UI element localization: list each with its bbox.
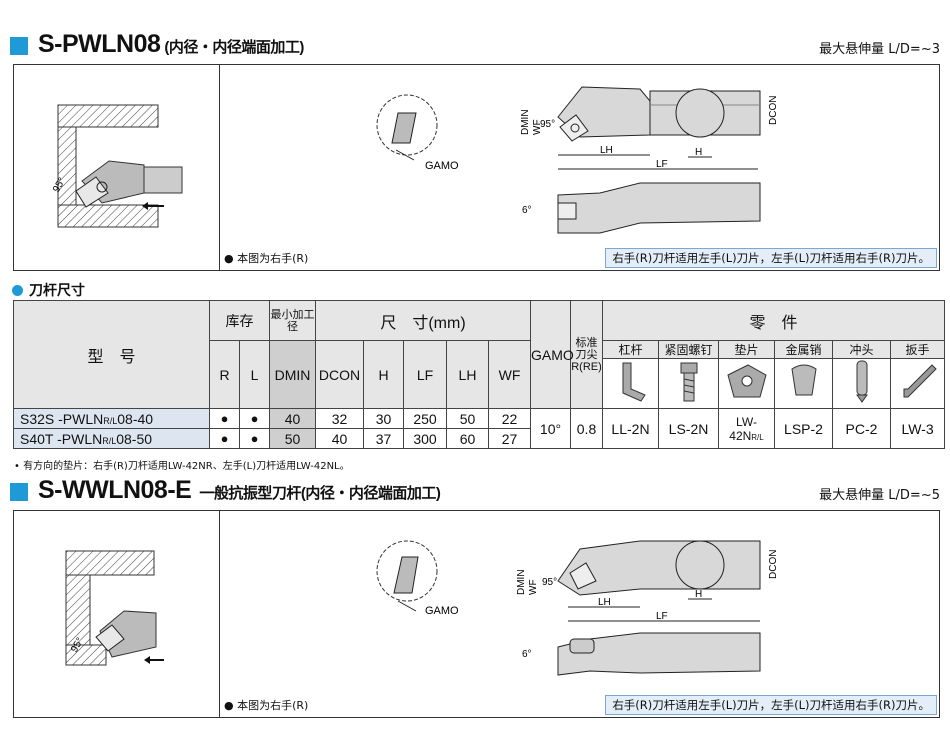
lf-value: 250 [403, 408, 447, 429]
spec-table: 型 号 库存 最小加工径 尺 寸(mm) GAMO 标准刀尖R(RE) 零 件 … [13, 300, 946, 449]
bullet-icon [12, 285, 23, 296]
shim-icon [726, 364, 767, 398]
section1-ld: 最大悬伸量 L/D=~3 [819, 42, 940, 57]
part-screw: 紧固螺钉 [658, 340, 719, 409]
shim-footnote: • 有方向的垫片：右手(R)刀杆适用LW-42NR、左手(L)刀杆适用LW-42… [14, 461, 350, 472]
screw-value: LS-2N [658, 408, 719, 449]
gamo-label: GAMO [425, 605, 459, 617]
header-dcon: DCON [315, 340, 364, 409]
lever-value: LL-2N [602, 408, 659, 449]
stock-l: ● [239, 428, 270, 449]
tool-drawing-1: GAMO 95° DMIN WF LH LF H DCON 6° [376, 86, 779, 234]
part-wrench: 扳手 [889, 340, 946, 409]
table-row: S40T -PWLNR/L08-50 ● ● 50 40 37 300 60 2… [13, 428, 945, 449]
wrench-value: LW-3 [889, 408, 946, 449]
part-shim: 垫片 [718, 340, 775, 409]
section1-title: S-PWLN08(内径・内径端面加工) [38, 30, 304, 58]
stock-r: ● [209, 408, 240, 429]
table-title: 刀杆尺寸 [12, 280, 85, 300]
lf-label: LF [656, 159, 668, 170]
header-model: 型 号 [13, 300, 210, 409]
section1-header: S-PWLN08(内径・内径端面加工) 最大悬伸量 L/D=~3 [10, 30, 940, 60]
header-dmin: DMIN [269, 340, 316, 409]
wf-label: WF [528, 579, 539, 595]
h-label: H [695, 589, 702, 600]
dcon-value: 40 [315, 428, 364, 449]
shim-value: LW-42NR/L [718, 408, 775, 449]
lh-value: 50 [446, 408, 489, 429]
dmin-value: 40 [269, 408, 316, 429]
angle-label: 95° [540, 119, 555, 130]
dcon-label: DCON [768, 96, 779, 125]
dcon-value: 32 [315, 408, 364, 429]
lf-value: 300 [403, 428, 447, 449]
header-lh: LH [446, 340, 489, 409]
header-stock: 库存 [209, 300, 270, 341]
tilt-label: 6° [522, 649, 532, 660]
stock-r: ● [209, 428, 240, 449]
part-lever: 杠杆 [602, 340, 659, 409]
pin-value: LSP-2 [774, 408, 833, 449]
section-marker-icon [10, 483, 28, 501]
header-min-bore: 最小加工径 [269, 300, 316, 341]
table-row: S32S -PWLNR/L08-40 ● ● 40 32 30 250 50 2… [13, 408, 946, 449]
section1-panel: 95° GAMO 95° DMIN WF LH LF H DCON 6° ● 本… [13, 64, 940, 271]
screw-icon [680, 362, 697, 402]
tool-drawing-2: GAMO 95° DMIN WF LH LF H DCON 6° [376, 540, 779, 676]
re-value: 0.8 [570, 408, 603, 449]
model-cell: S32S -PWLNR/L08-40 [13, 408, 210, 429]
header-lf: LF [403, 340, 447, 409]
dcon-label: DCON [768, 550, 779, 579]
stock-l: ● [239, 408, 270, 429]
lh-value: 60 [446, 428, 489, 449]
h-value: 37 [363, 428, 404, 449]
section-marker-icon [10, 37, 28, 55]
header-h: H [363, 340, 404, 409]
lh-label: LH [600, 145, 613, 156]
angle-label: 95° [542, 577, 557, 588]
h-value: 30 [363, 408, 404, 429]
header-r: R [209, 340, 240, 409]
gamo-value: 10° [530, 408, 571, 449]
wf-value: 22 [488, 408, 531, 429]
lever-icon [622, 362, 646, 402]
part-pin: 金属销 [774, 340, 833, 409]
header-wf: WF [488, 340, 531, 409]
lh-label: LH [598, 597, 611, 608]
header-parts: 零 件 [601, 300, 946, 341]
bore-schematic-2: 95° [65, 550, 164, 666]
note-right-hand-1: ● 本图为右手(R) [224, 252, 309, 265]
insert-note-1: 右手(R)刀杆适用左手(L)刀片，左手(L)刀杆适用右手(R)刀片。 [605, 248, 937, 268]
header-gamo: GAMO [530, 300, 574, 409]
dmin-value: 50 [269, 428, 316, 449]
wf-value: 27 [488, 428, 531, 449]
dmin-label: DMIN [516, 569, 527, 595]
header-dims: 尺 寸(mm) [315, 300, 531, 341]
part-punch: 冲头 [832, 340, 891, 409]
header-l: L [239, 340, 270, 409]
h-label: H [695, 147, 702, 158]
dmin-label: DMIN [520, 109, 531, 135]
punch-value: PC-2 [832, 408, 891, 449]
section2-panel: 95° GAMO 95° DMIN WF LH LF H DCON 6° ● 本… [13, 510, 940, 718]
hex-wrench-icon [903, 364, 937, 398]
punch-icon [855, 360, 868, 403]
wf-label: WF [532, 119, 543, 135]
lf-label: LF [656, 611, 668, 622]
bore-schematic-1: 95° [51, 104, 183, 228]
model-cell: S40T -PWLNR/L08-50 [13, 428, 210, 449]
section2-ld: 最大悬伸量 L/D=~5 [819, 488, 940, 503]
header-re: 标准刀尖R(RE) [570, 300, 603, 409]
pin-icon [790, 364, 817, 396]
tilt-label: 6° [522, 205, 532, 216]
gamo-label: GAMO [425, 160, 459, 172]
note-right-hand-2: ● 本图为右手(R) [224, 699, 309, 712]
insert-note-2: 右手(R)刀杆适用左手(L)刀片，左手(L)刀杆适用右手(R)刀片。 [605, 695, 937, 715]
